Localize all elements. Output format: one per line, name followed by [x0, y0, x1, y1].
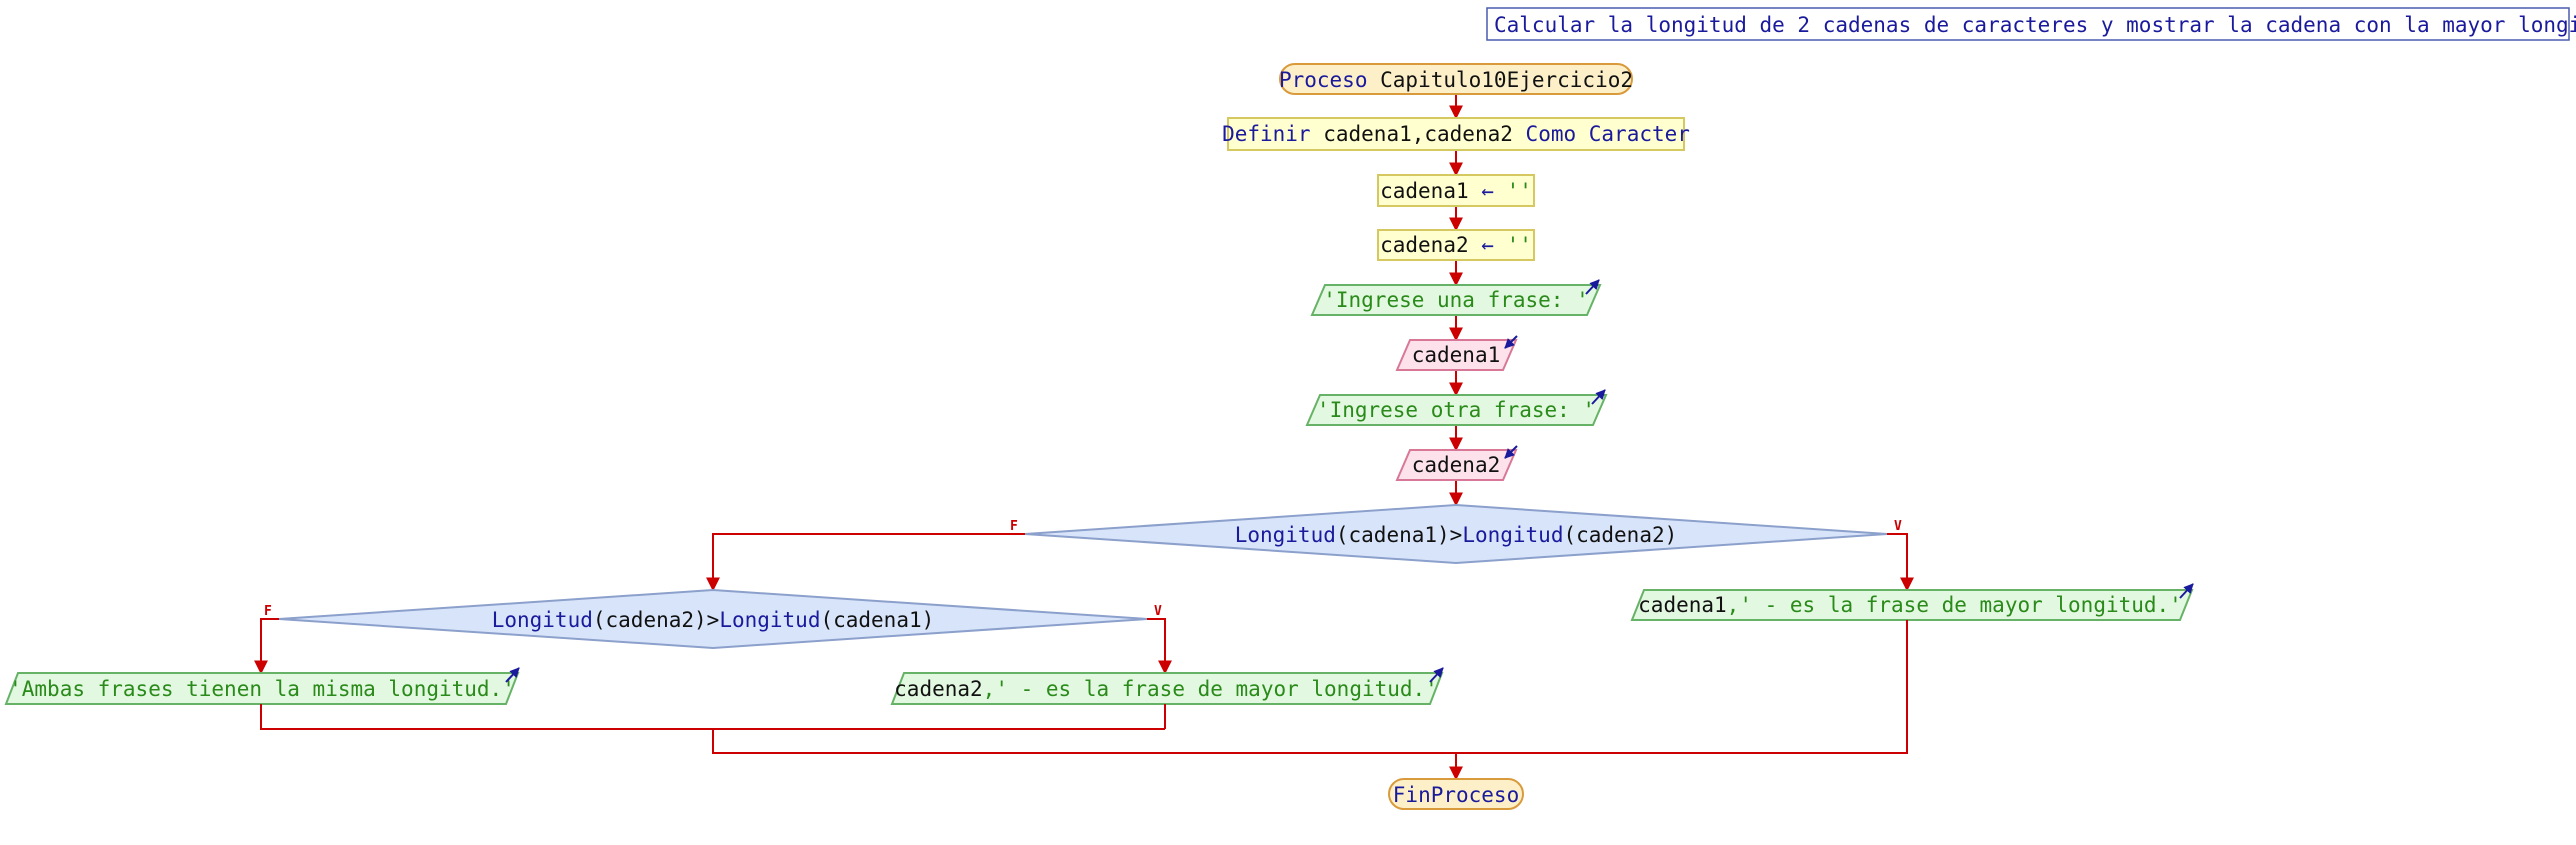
- output-ambas-frases: 'Ambas frases tienen la misma longitud.': [4, 667, 520, 705]
- cond2-true-label: V: [1154, 604, 1162, 619]
- output-cadena1-mayor: cadena1,' - es la frase de mayor longitu…: [1630, 583, 2194, 621]
- output-arrow-icon: [505, 667, 520, 683]
- output-cadena2-mayor: cadena2,' - es la frase de mayor longitu…: [890, 667, 1444, 705]
- out1-text: 'Ingrese una frase: ': [1323, 288, 1589, 312]
- assign1-value: '': [1507, 179, 1532, 203]
- decision-longitud-cadena1: Longitud(cadena1)>Longitud(cadena2): [1024, 503, 1888, 565]
- assign2-arrow: ←: [1481, 233, 1494, 257]
- svg-text:Definir cadena1,cadena2 Como C: Definir cadena1,cadena2 Como Caracter: [1222, 122, 1690, 146]
- assign-cadena2: cadena2 ← '': [1377, 229, 1535, 261]
- cond2-branch-wires: [254, 618, 1172, 675]
- svg-text:cadena1 ← '': cadena1 ← '': [1380, 179, 1532, 203]
- input-arrow-icon: [1504, 445, 1518, 459]
- start-keyword: Proceso: [1279, 68, 1368, 92]
- cond1-true-label: V: [1894, 519, 1902, 534]
- end-keyword: FinProceso: [1393, 783, 1519, 807]
- input-cadena1: cadena1: [1395, 335, 1518, 371]
- comment-text: Calcular la longitud de 2 cadenas de car…: [1494, 13, 2576, 37]
- output-arrow-icon: [1591, 389, 1606, 405]
- in1-text: cadena1: [1412, 343, 1501, 367]
- cond1-false-label: F: [1010, 519, 1018, 534]
- output-ingrese-una-frase: 'Ingrese una frase: ': [1310, 279, 1602, 316]
- out-equal-text: 'Ambas frases tienen la misma longitud.': [9, 677, 515, 701]
- input-arrow-icon: [1504, 335, 1518, 349]
- cond1-branch-wires: [706, 533, 1914, 592]
- cond2-false-label: F: [264, 604, 272, 619]
- define-block: Definir cadena1,cadena2 Como Caracter: [1222, 117, 1690, 151]
- svg-text:Proceso Capitulo10Ejercicio2: Proceso Capitulo10Ejercicio2: [1279, 68, 1633, 92]
- assign1-var: cadena1: [1380, 179, 1469, 203]
- decision-longitud-cadena2: Longitud(cadena2)>Longitud(cadena1): [278, 588, 1148, 650]
- assign2-var: cadena2: [1380, 233, 1469, 257]
- svg-text:cadena2 ← '': cadena2 ← '': [1380, 233, 1532, 257]
- output-ingrese-otra-frase: 'Ingrese otra frase: ': [1305, 389, 1608, 426]
- svg-text:cadena1,' - es la frase de may: cadena1,' - es la frase de mayor longitu…: [1638, 593, 2182, 617]
- input-cadena2: cadena2: [1395, 445, 1518, 481]
- output-arrow-icon: [1585, 279, 1600, 295]
- output-arrow-icon: [1429, 667, 1444, 683]
- assign1-arrow: ←: [1481, 179, 1494, 203]
- assign2-value: '': [1507, 233, 1532, 257]
- process-name: Capitulo10Ejercicio2: [1380, 68, 1633, 92]
- define-type: Como Caracter: [1526, 122, 1690, 146]
- svg-text:Longitud(cadena1)>Longitud(cad: Longitud(cadena1)>Longitud(cadena2): [1235, 523, 1678, 547]
- define-keyword: Definir: [1222, 122, 1311, 146]
- merge-wires: [260, 704, 1463, 781]
- output-arrow-icon: [2179, 583, 2194, 599]
- define-vars: cadena1,cadena2: [1323, 122, 1513, 146]
- assign-cadena1: cadena1 ← '': [1377, 174, 1535, 207]
- svg-text:cadena2,' - es la frase de may: cadena2,' - es la frase de mayor longitu…: [894, 677, 1438, 701]
- start-terminal: Proceso Capitulo10Ejercicio2: [1279, 63, 1633, 95]
- right-branch-return-wire: [1456, 620, 1908, 754]
- comment-box: [1486, 7, 2570, 41]
- out2-text: 'Ingrese otra frase: ': [1317, 398, 1595, 422]
- svg-text:Longitud(cadena2)>Longitud(cad: Longitud(cadena2)>Longitud(cadena1): [492, 608, 935, 632]
- in2-text: cadena2: [1412, 453, 1501, 477]
- end-terminal: FinProceso: [1388, 778, 1524, 810]
